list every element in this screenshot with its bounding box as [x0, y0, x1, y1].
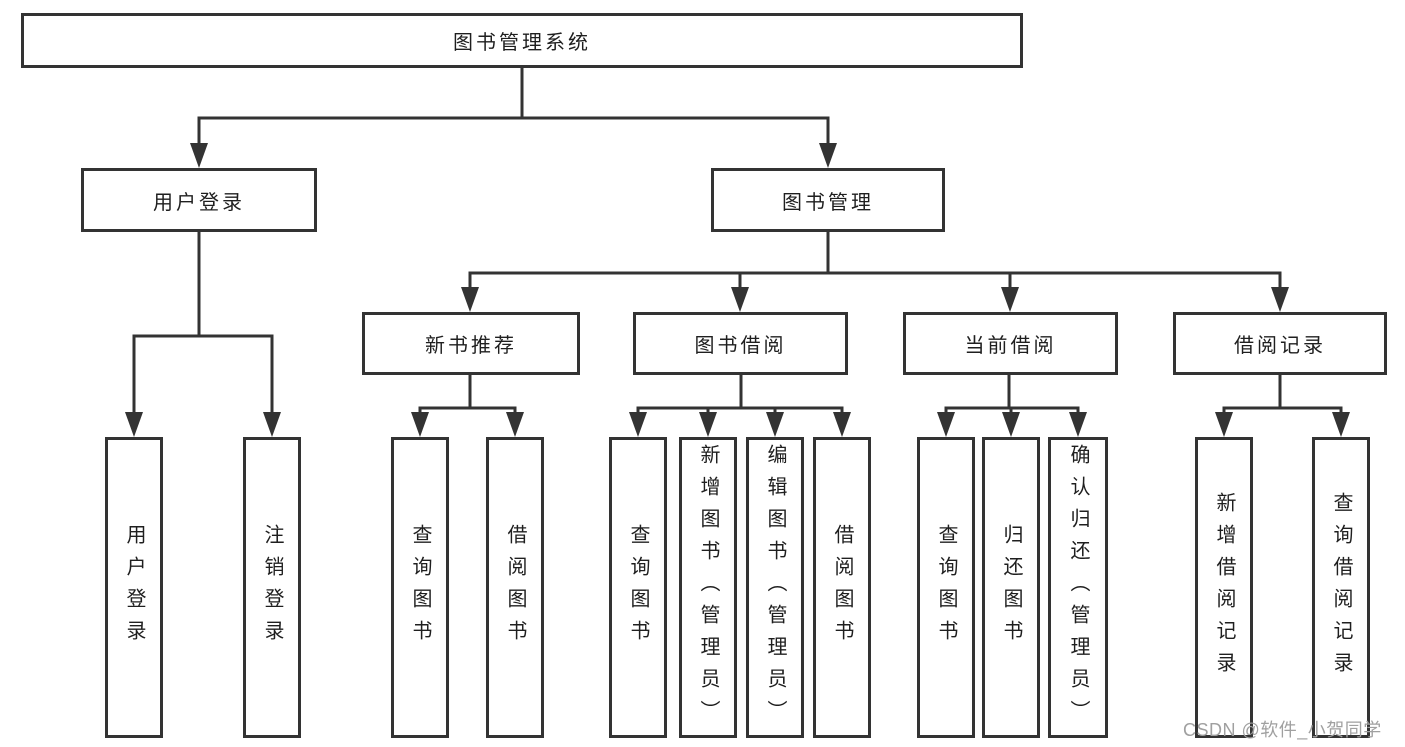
leaf-confirm-return-admin: 确认归还（管理员） [1048, 437, 1108, 738]
node-label: 图书管理系统 [453, 32, 591, 54]
node-label: 归还图书 [1000, 523, 1022, 652]
node-label: 编辑图书（管理员） [764, 443, 786, 732]
leaf-borrow-books-borrowing: 借阅图书 [813, 437, 871, 738]
leaf-add-borrow-record: 新增借阅记录 [1195, 437, 1253, 738]
node-label: 借阅记录 [1234, 335, 1326, 357]
leaf-add-books-admin: 新增图书（管理员） [679, 437, 737, 738]
node-new-book-recommend: 新书推荐 [362, 312, 580, 375]
leaf-query-borrow-record: 查询借阅记录 [1312, 437, 1370, 738]
node-user-login: 用户登录 [81, 168, 317, 232]
leaf-query-books-current: 查询图书 [917, 437, 975, 738]
arrow-down-icons [125, 143, 1350, 437]
node-label: 借阅图书 [504, 523, 526, 652]
node-borrowing-records: 借阅记录 [1173, 312, 1387, 375]
node-label: 用户登录 [123, 523, 145, 652]
leaf-query-books-recommend: 查询图书 [391, 437, 449, 738]
leaf-borrow-books-recommend: 借阅图书 [486, 437, 544, 738]
node-label: 借阅图书 [831, 523, 853, 652]
node-label: 查询图书 [409, 523, 431, 652]
watermark: CSDN @软件_小贺同学 [1183, 720, 1382, 740]
leaf-edit-books-admin: 编辑图书（管理员） [746, 437, 804, 738]
node-label: 新书推荐 [425, 335, 517, 357]
node-label: 图书管理 [782, 191, 874, 214]
node-current-borrowing: 当前借阅 [903, 312, 1118, 375]
node-label: 新增借阅记录 [1213, 491, 1235, 684]
node-label: 用户登录 [153, 191, 245, 214]
leaf-logout-login: 注销登录 [243, 437, 301, 738]
node-book-management: 图书管理 [711, 168, 945, 232]
node-library-system: 图书管理系统 [21, 13, 1023, 68]
node-label: 当前借阅 [964, 335, 1057, 357]
leaf-return-books: 归还图书 [982, 437, 1040, 738]
node-label: 查询借阅记录 [1330, 491, 1352, 684]
node-label: 查询图书 [627, 523, 649, 652]
node-label: 图书借阅 [694, 335, 787, 357]
node-label: 确认归还（管理员） [1067, 443, 1089, 732]
node-label: 查询图书 [935, 523, 957, 652]
node-label: 新增图书（管理员） [697, 443, 719, 732]
node-book-borrowing: 图书借阅 [633, 312, 848, 375]
node-label: 注销登录 [261, 523, 283, 652]
leaf-user-login: 用户登录 [105, 437, 163, 738]
leaf-query-books-borrowing: 查询图书 [609, 437, 667, 738]
